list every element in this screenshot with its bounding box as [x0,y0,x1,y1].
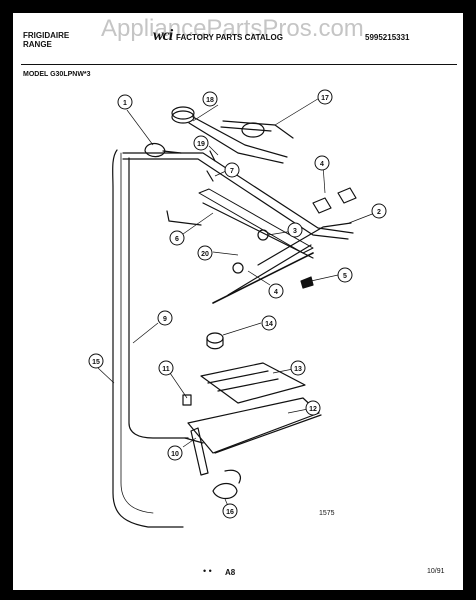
callout-5: 5 [343,273,347,280]
callout-20: 20 [201,251,209,258]
callout-1: 1 [123,100,127,107]
header-rule [21,64,457,65]
catalog-title: FACTORY PARTS CATALOG [176,33,283,42]
exploded-parts-diagram: 1 2 3 4 4 5 6 7 9 10 11 12 13 14 15 16 1… [88,89,387,528]
callout-10: 10 [171,451,179,458]
callout-6: 6 [175,236,179,243]
callout-19: 19 [197,141,205,148]
callout-4a: 4 [320,161,324,168]
revision-date: 10/91 [427,568,445,575]
callout-3: 3 [293,228,297,235]
product-type: RANGE [23,40,52,49]
callout-15: 15 [92,359,100,366]
model-number: MODEL G30LPNW*3 [23,71,91,78]
callout-7: 7 [230,168,234,175]
callout-9: 9 [163,316,167,323]
page-label: A8 [225,568,236,577]
brand-block: FRIGIDAIRE RANGE [23,31,69,49]
callout-4b: 4 [274,289,278,296]
callout-11: 11 [162,366,170,373]
brand-name: FRIGIDAIRE [23,31,70,40]
callout-17: 17 [321,95,329,102]
callout-16: 16 [226,509,234,516]
gas-line-15 [112,149,184,528]
catalog-part-number: 5995215331 [365,33,410,42]
wci-logo: wci [153,27,173,44]
callout-18: 18 [206,97,214,104]
parts-sheet: AppliancePartsPros.com FRIGIDAIRE RANGE … [13,13,463,590]
callout-13: 13 [294,366,302,373]
watermark: AppliancePartsPros.com [101,15,364,42]
manifold [122,152,354,234]
callout-14: 14 [265,321,273,328]
callout-12: 12 [309,406,317,413]
tube-9 [128,157,189,439]
figure-number: 1575 [319,510,335,517]
page-dots: • • [203,566,212,576]
callout-2: 2 [377,209,381,216]
